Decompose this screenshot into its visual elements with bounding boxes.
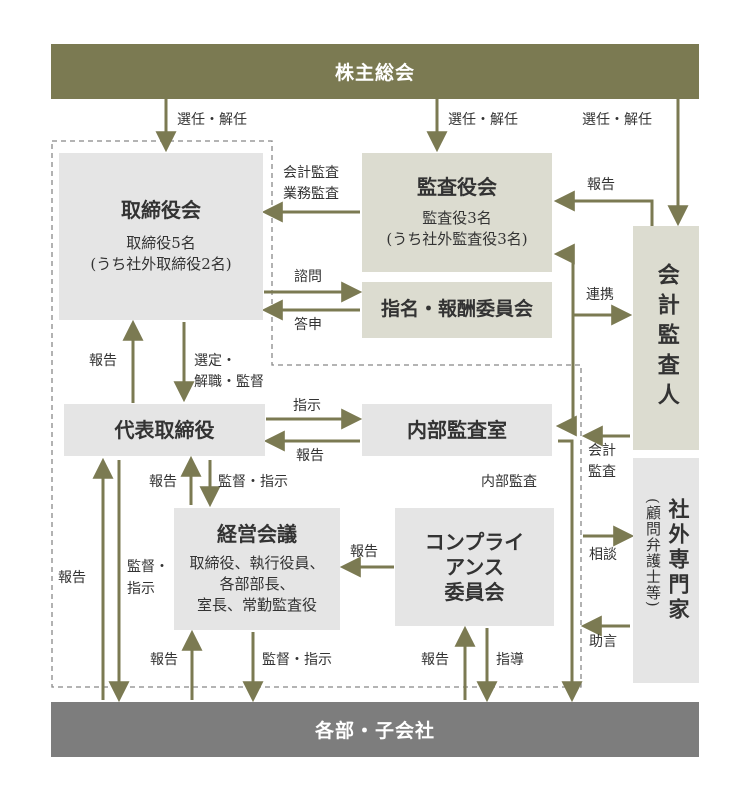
board-line1: 取締役5名 — [126, 234, 196, 252]
label-cooperation: 連携 — [586, 287, 614, 303]
management-title: 経営会議 — [217, 522, 297, 546]
label-mgmt-report: 報告 — [149, 474, 177, 490]
label-rep-report: 報告 — [89, 353, 117, 369]
compliance-line2: アンス — [445, 554, 504, 579]
compliance-line3: 委員会 — [444, 579, 505, 604]
label-comp-report: 報告 — [350, 544, 378, 560]
departments-band: 各部・子会社 — [51, 702, 699, 757]
label-answer: 答申 — [294, 317, 322, 333]
label-elect-board: 選任・解任 — [177, 112, 247, 128]
label-consultation: 相談 — [589, 547, 617, 563]
label-depts-report-comp: 報告 — [421, 652, 449, 668]
dashed-boundary — [51, 140, 582, 688]
auditor-title: 会計監査人 — [653, 263, 680, 413]
management-line1: 取締役、執行役員、 — [189, 554, 325, 572]
label-elect-audit: 選任・解任 — [448, 112, 518, 128]
label-depts-report-mgmt: 報告 — [150, 652, 178, 668]
management-line3: 室長、常勤監査役 — [196, 596, 317, 614]
label-supervise-v2: 指示 — [127, 581, 155, 597]
arrow-internal-audit — [558, 439, 583, 703]
label-ia-report: 報告 — [296, 448, 324, 464]
label-report-left: 報告 — [58, 570, 86, 586]
audit-board-line1: 監査役3名 — [422, 209, 492, 227]
arrow-auditor-report — [553, 190, 654, 226]
audit-board-title: 監査役会 — [417, 175, 497, 199]
board-box: 取締役会 取締役5名 (うち社外取締役2名) — [59, 153, 263, 320]
label-instruct: 指示 — [293, 398, 321, 414]
label-guidance: 指導 — [496, 652, 524, 668]
experts-title: 社外専門家 — [666, 498, 691, 623]
experts-box: 社外専門家 (顧問弁護士等) — [633, 458, 699, 683]
representative-box: 代表取締役 — [64, 404, 265, 456]
compliance-line1: コンプライ — [424, 529, 525, 554]
label-advice: 助言 — [589, 634, 617, 650]
label-supervise-instruct-2: 監督・指示 — [262, 652, 332, 668]
compliance-box: コンプライ アンス 委員会 — [395, 508, 554, 626]
label-auditor-report: 報告 — [587, 177, 615, 193]
label-acct-audit-v2: 監査 — [588, 464, 616, 480]
label-supervise-instruct-1: 監督・指示 — [218, 474, 288, 490]
label-acct-audit-v1: 会計 — [588, 443, 616, 459]
label-elect-auditor: 選任・解任 — [582, 112, 652, 128]
label-acct-audit-2: 業務監査 — [283, 186, 339, 202]
experts-sub: (顧問弁護士等) — [644, 498, 662, 608]
management-line2: 各部部長、 — [219, 575, 295, 593]
label-appoint-1: 選定・ — [194, 353, 236, 369]
label-acct-audit-1: 会計監査 — [283, 165, 339, 181]
board-title: 取締役会 — [121, 198, 201, 222]
label-internal-audit: 内部監査 — [481, 474, 537, 490]
label-appoint-2: 解職・監督 — [194, 374, 264, 390]
shareholders-band: 株主総会 — [51, 44, 699, 99]
board-line2: (うち社外取締役2名) — [90, 255, 232, 273]
internal-audit-title: 内部監査室 — [407, 417, 507, 442]
nomination-box: 指名・報酬委員会 — [362, 282, 552, 338]
auditor-box: 会計監査人 — [633, 226, 699, 450]
internal-audit-box: 内部監査室 — [362, 404, 552, 456]
label-supervise-v1: 監督・ — [127, 559, 169, 575]
management-box: 経営会議 取締役、執行役員、 各部部長、 室長、常勤監査役 — [174, 508, 340, 630]
line-cooperation — [553, 243, 577, 437]
label-consult: 諮問 — [294, 269, 322, 285]
audit-board-box: 監査役会 監査役3名 (うち社外監査役3名) — [362, 153, 552, 272]
audit-board-line2: (うち社外監査役3名) — [386, 230, 528, 248]
nomination-title: 指名・報酬委員会 — [380, 298, 533, 321]
representative-title: 代表取締役 — [114, 417, 215, 442]
